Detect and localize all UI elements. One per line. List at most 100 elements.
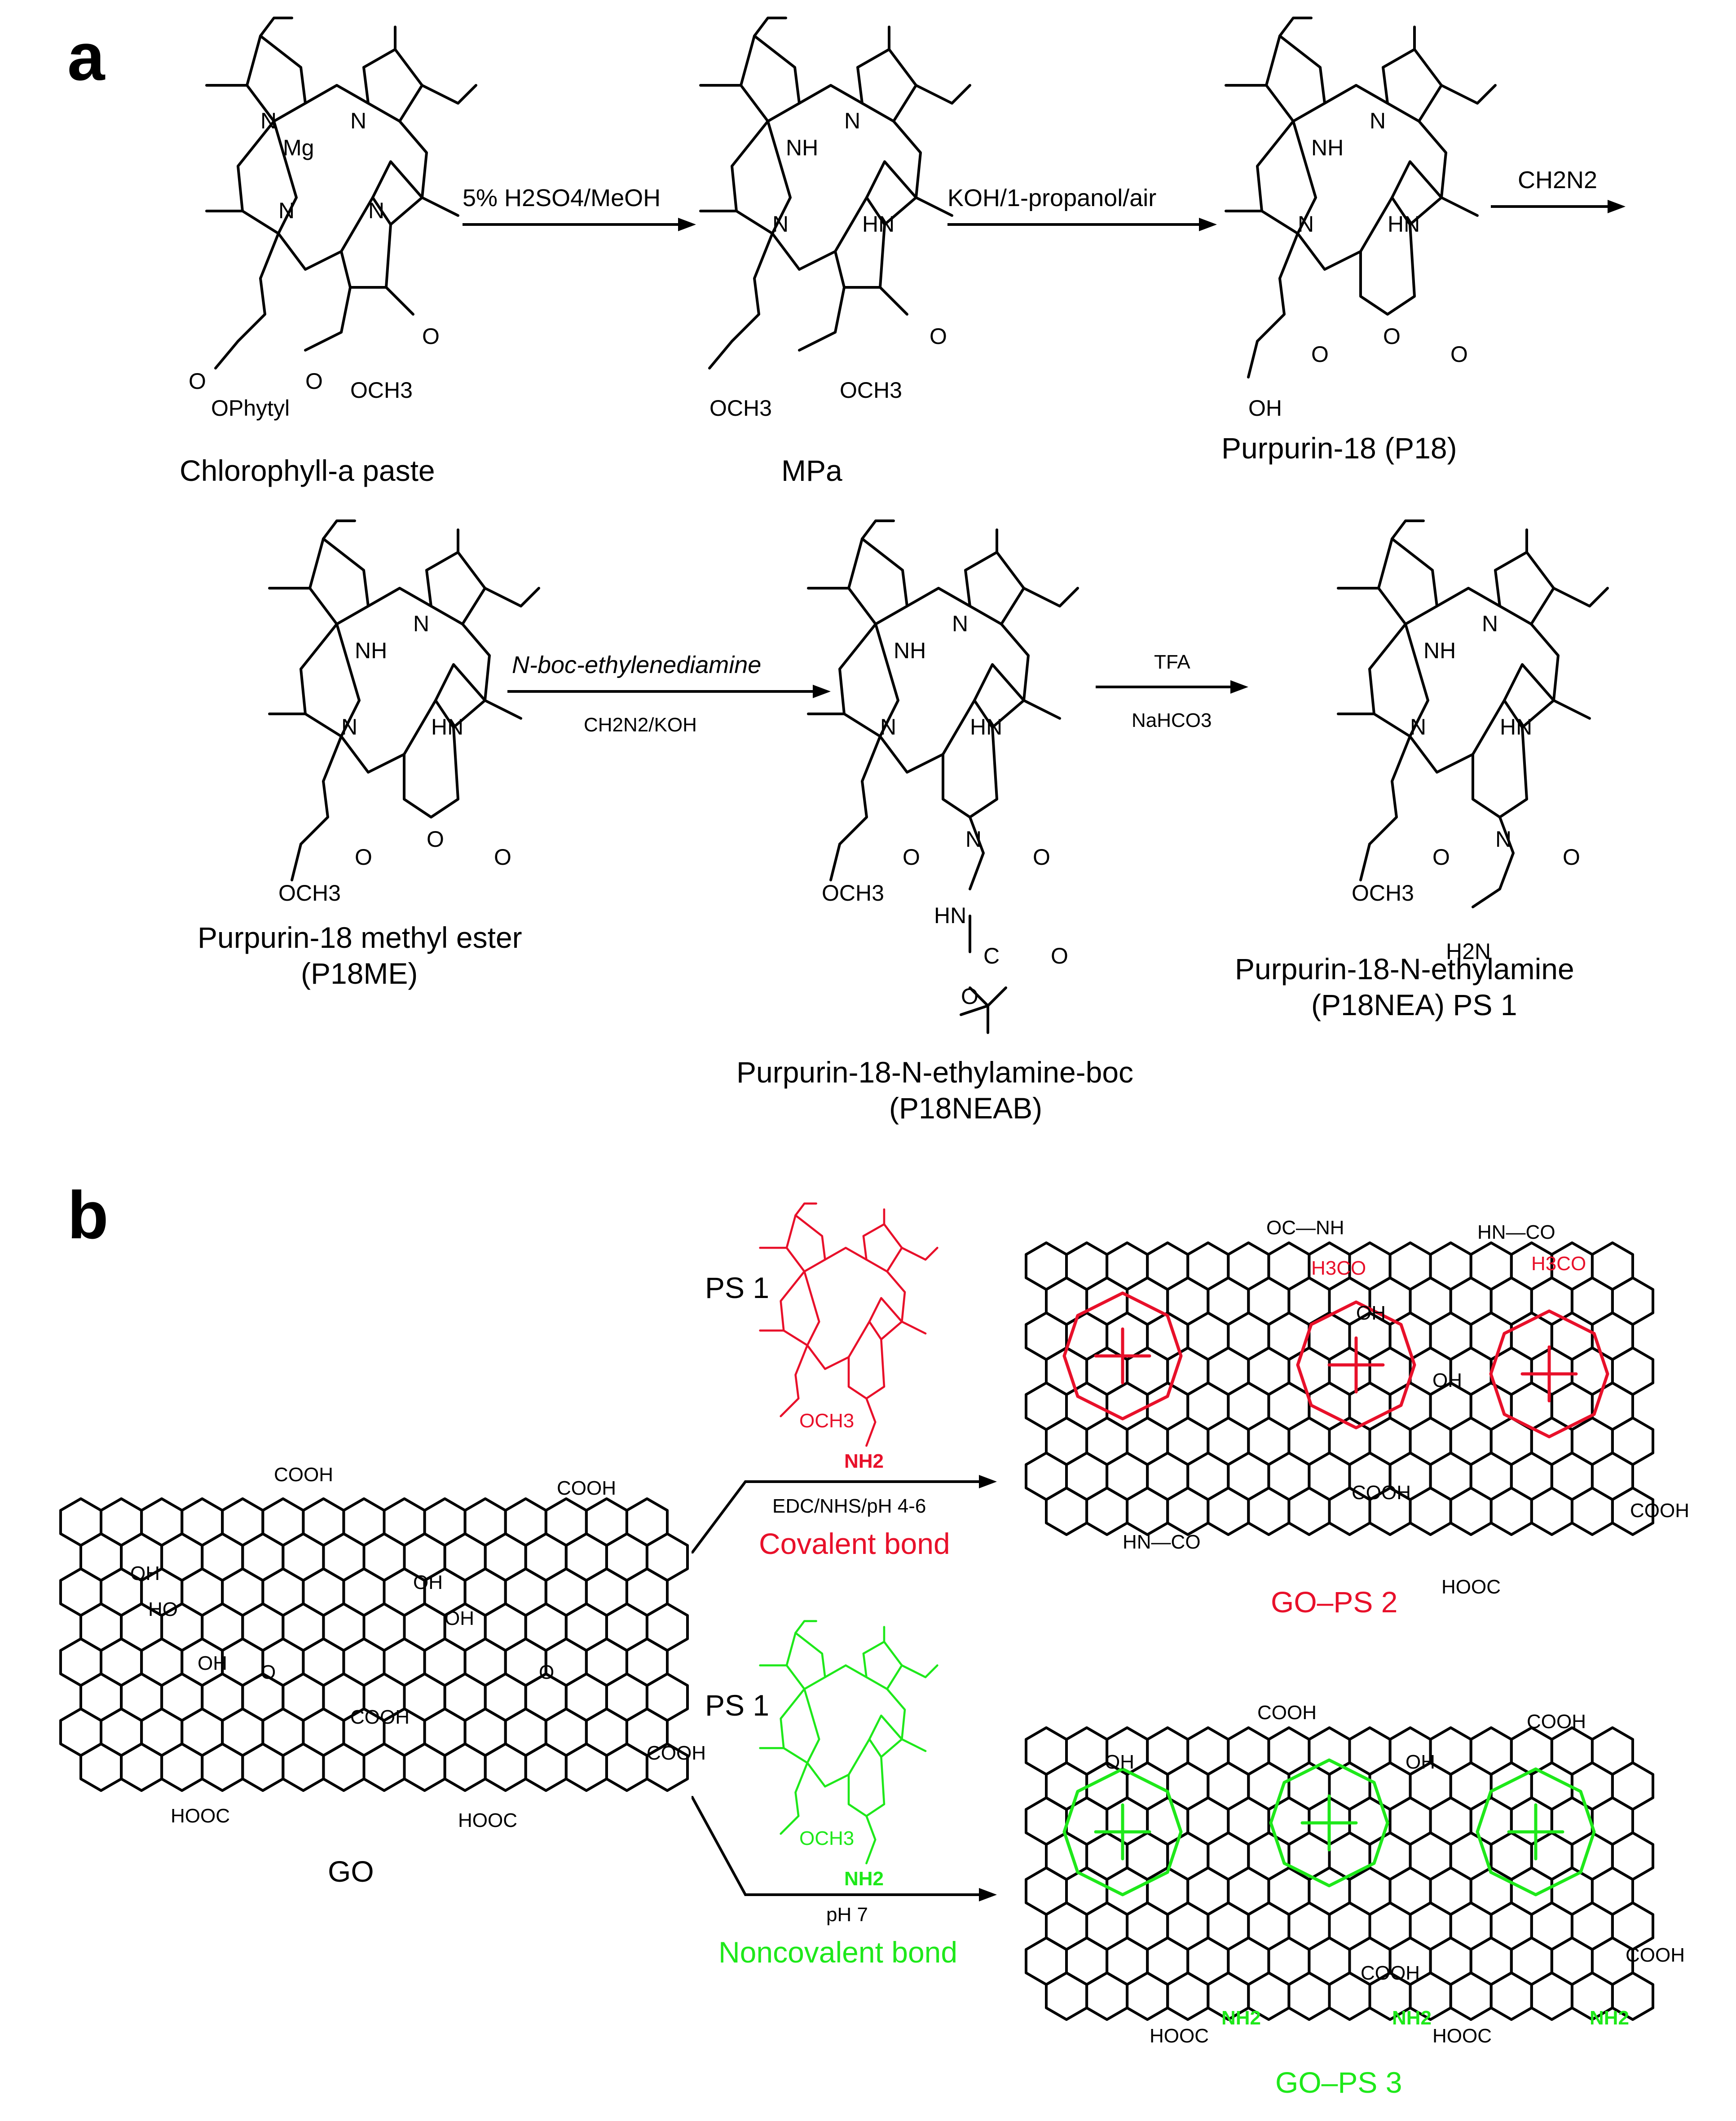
mg-atom: Mg [283,135,314,160]
reagent-step5-bottom: NaHCO3 [1132,709,1212,731]
n-atom: N [844,108,861,133]
ps1-structure-covalent [759,1202,938,1447]
nh-atom: NH [894,638,926,663]
o-atom: O [355,845,372,870]
reagent-step3: CH2N2 [1518,167,1598,194]
graphene-ring [1166,1487,1210,1536]
graphene-ring [1489,1971,1533,2021]
oc-nh-link: OC—NH [1266,1217,1344,1239]
go-ps3-composite [1025,1726,1654,2021]
graphene-ring [1166,1971,1210,2021]
cooh-group: COOH [1630,1500,1689,1522]
photosensitizer-overlay [1062,1291,1183,1421]
p18nea-caption-abbr: (P18NEA) PS 1 [1311,988,1517,1021]
photosensitizer-overlay [1269,1758,1389,1888]
graphene-ring [1045,1971,1088,2021]
graphene-oxide-sheet [59,1497,689,1792]
graphene-ring [241,1743,285,1792]
graphene-ring [1530,1971,1573,2021]
o-atom: O [1051,943,1068,968]
covalent-reagent: EDC/NHS/pH 4-6 [772,1495,926,1517]
graphene-ring [1085,1487,1129,1536]
nh2-group: NH2 [844,1450,884,1472]
graphene-ring [1611,1487,1654,1536]
graphene-ring [605,1743,648,1792]
p18neab-caption-name: Purpurin-18-N-ethylamine-boc [736,1056,1134,1089]
n-atom: N [1482,611,1498,636]
n-atom: N [368,198,385,223]
photosensitizer-overlay [1476,1767,1596,1897]
n-atom: N [952,611,969,636]
purpurin-18-structure [1225,17,1497,378]
nh2-group: NH2 [844,1868,884,1890]
oh-group: OH [1356,1302,1386,1324]
ho-group: HO [148,1598,178,1620]
graphene-ring [1449,1971,1493,2021]
o-atom: O [1432,845,1450,870]
n-atom: N [1410,714,1427,739]
cooh-group: COOH [647,1742,706,1764]
nh-atom: NH [1423,638,1456,663]
c-atom: C [983,943,1000,968]
oh-group: OH [413,1571,443,1593]
och3-group: OCH3 [350,378,413,403]
graphene-ring [484,1743,527,1792]
graphene-ring [1207,1487,1250,1536]
cooh-group: COOH [1361,1962,1420,1984]
och3-group: OCH3 [799,1827,855,1849]
p18me-caption-abbr: (P18ME) [301,957,418,990]
cooh-group: COOH [274,1464,333,1486]
graphene-ring [1287,1487,1331,1536]
graphene-ring [362,1743,406,1792]
graphene-ring [1247,1487,1291,1536]
hn-atom: HN [862,211,895,237]
graphene-ring [79,1743,123,1792]
graphene-ring [524,1743,568,1792]
oh-group: OH [1406,1751,1435,1773]
och3-group: OCH3 [278,880,341,906]
hn-atom: HN [1388,211,1420,237]
graphene-ring [403,1743,446,1792]
reagent-step1: 5% H2SO4/MeOH [463,185,661,211]
covalent-bond-label: Covalent bond [759,1527,950,1560]
n-atom: N [772,211,789,237]
graphene-ring [1530,1487,1573,1536]
o-atom: O [1383,324,1401,349]
hn-co-link: HN—CO [1123,1531,1201,1553]
go-ps2-composite [1025,1241,1654,1536]
ophytyl-group: OPhytyl [211,396,290,421]
hooc-group: HOOC [171,1805,230,1827]
nh-atom: NH [786,135,819,160]
nh-atom: NH [1311,135,1344,160]
n-atom: N [260,108,277,133]
o-atom: O [961,984,978,1009]
chlorophyll-a-structure [205,17,477,370]
o-atom: O [903,845,920,870]
och3-group: OCH3 [822,880,884,906]
photosensitizer-overlay [1489,1309,1609,1439]
graphene-ring [1287,1971,1331,2021]
reagent-step4-bottom: CH2N2/KOH [584,714,697,736]
h3co-group: H3CO [1531,1253,1586,1275]
och3-group: OCH3 [1352,880,1414,906]
ps1-label-noncovalent: PS 1 [705,1689,770,1722]
cooh-group: COOH [350,1706,410,1728]
nh2-group: NH2 [1221,2007,1261,2029]
graphene-ring [1126,1971,1169,2021]
reagent-step4-top: N-boc-ethylenediamine [512,651,762,678]
hn-atom: HN [431,714,464,739]
cooh-group: COOH [1352,1482,1411,1504]
go-caption: GO [328,1855,374,1888]
ps1-label-covalent: PS 1 [705,1271,770,1304]
och3-group: OCH3 [799,1410,855,1432]
panel-a-label: a [67,19,105,94]
oh-group: OH [198,1652,227,1674]
cooh-group: COOH [1527,1711,1586,1733]
graphene-ring [160,1743,204,1792]
graphene-ring [1409,1487,1452,1536]
oh-group: OH [1432,1369,1462,1391]
hooc-group: HOOC [1150,2025,1209,2047]
o-atom: O [494,845,511,870]
n-atom: N [1495,827,1512,852]
go-ps2-caption: GO–PS 2 [1271,1585,1398,1619]
